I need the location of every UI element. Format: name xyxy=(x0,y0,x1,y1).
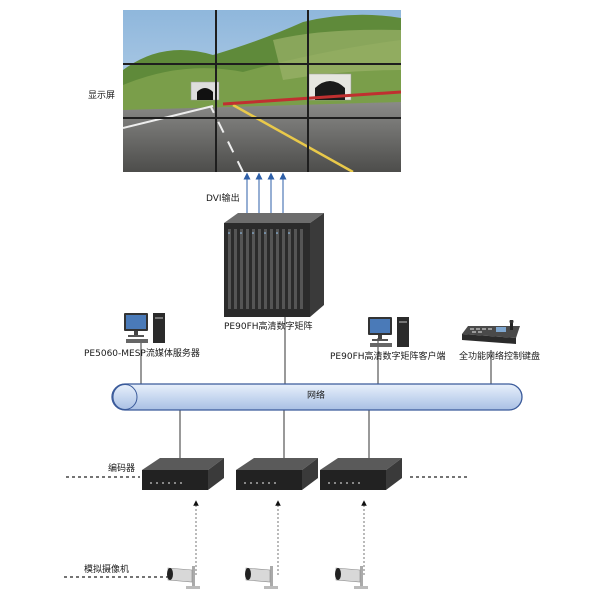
network-pipe xyxy=(111,383,523,411)
dvi-output-label: DVI输出 xyxy=(206,194,240,204)
display-wall xyxy=(122,10,402,174)
network-label: 网络 xyxy=(307,391,326,401)
media-server-label: PE5060-MESP流媒体服务器 xyxy=(84,349,200,359)
desktop-computer-icon xyxy=(124,313,165,343)
desktop-computer-icon xyxy=(368,317,409,347)
encoder-box-icon xyxy=(236,458,318,490)
control-keyboard-icon xyxy=(462,320,520,344)
bullet-camera-icon xyxy=(335,566,368,589)
matrix-client-label: PE90FH高清数字矩阵客户端 xyxy=(330,352,446,362)
camera-arrows xyxy=(193,500,367,575)
matrix-chassis-icon xyxy=(224,213,324,317)
display-wall-label: 显示屏 xyxy=(88,91,116,101)
keyboard-label: 全功能网络控制键盘 xyxy=(459,352,541,362)
bullet-camera-icon xyxy=(167,566,200,589)
matrix-label: PE90FH高清数字矩阵 xyxy=(224,322,313,332)
dvi-arrows xyxy=(243,172,287,213)
road-tunnel-image xyxy=(122,10,402,174)
encoder-dashes xyxy=(64,476,470,578)
encoder-box-icon xyxy=(320,458,402,490)
encoder-label: 编码器 xyxy=(108,464,136,474)
bullet-camera-icon xyxy=(245,566,278,589)
camera-label: 模拟摄像机 xyxy=(84,565,130,575)
encoder-box-icon xyxy=(142,458,224,490)
